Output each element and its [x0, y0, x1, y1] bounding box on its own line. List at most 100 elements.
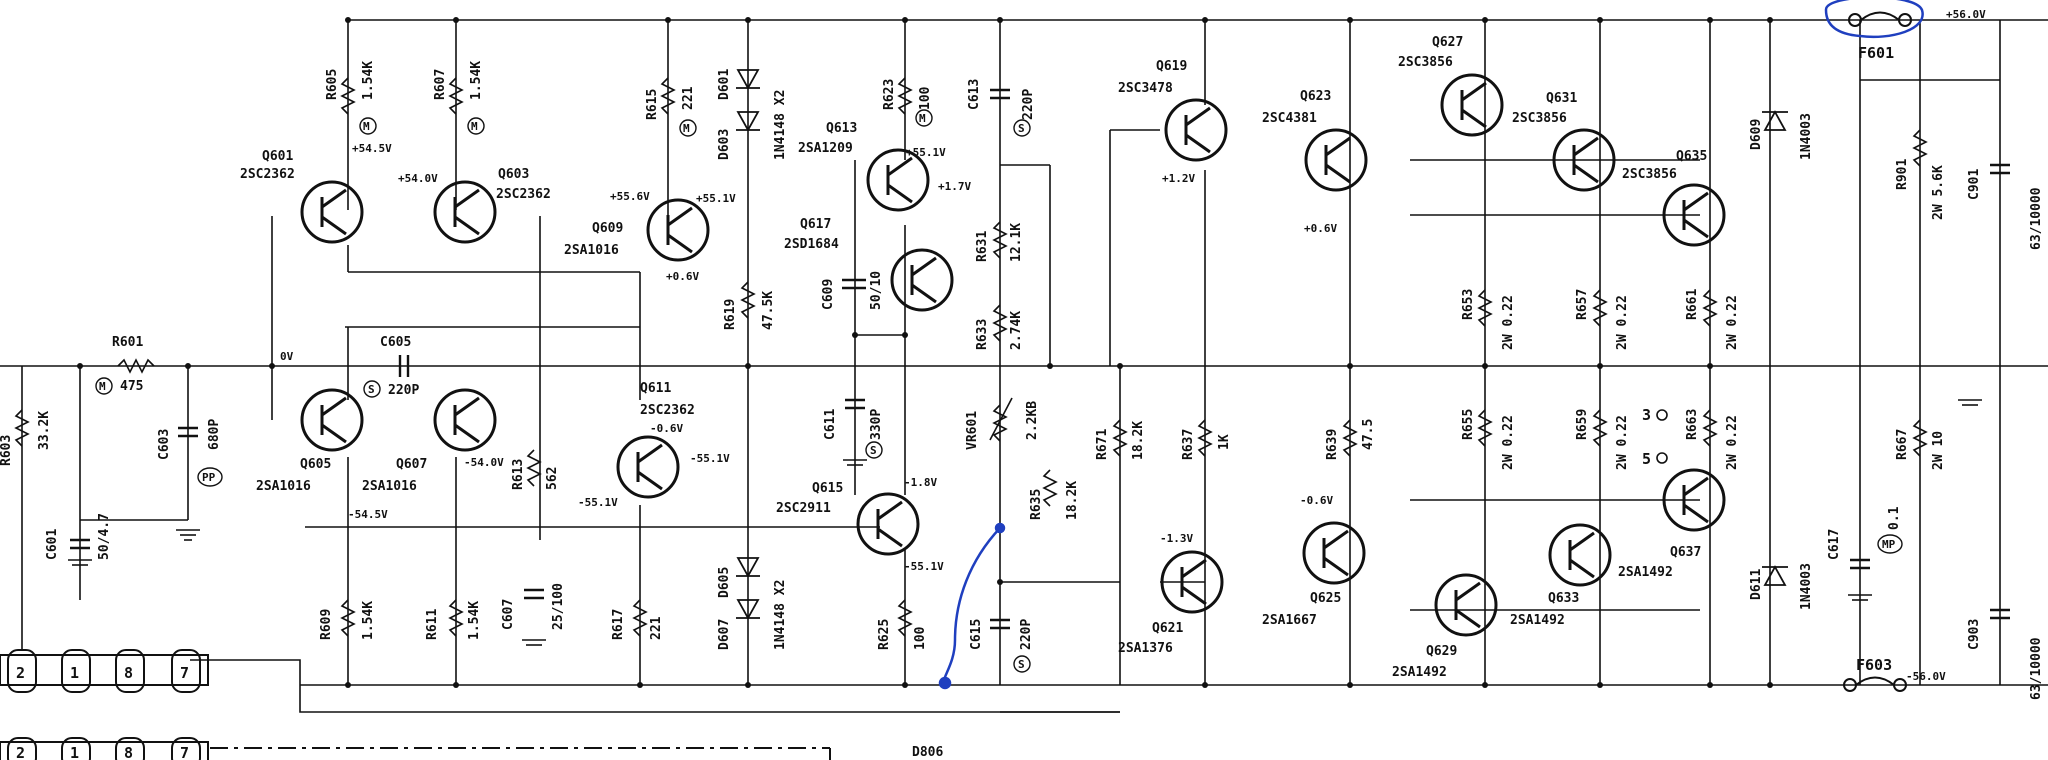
ground-c601: [68, 559, 92, 566]
c601-ref: C601: [45, 529, 60, 560]
diode-d607-symbol: [736, 599, 760, 620]
r667-ref: R667: [1895, 429, 1910, 460]
diode-symbols: [736, 69, 1788, 620]
q637-ref: Q637: [1670, 545, 1701, 560]
transistor-q603: [433, 180, 497, 244]
capacitor-symbols: [70, 88, 2010, 630]
q625-part: 2SA1667: [1262, 613, 1317, 628]
ground-symbols: [68, 399, 1982, 646]
q601-ref: Q601: [262, 149, 293, 164]
resistor-r671-symbol: [1112, 419, 1128, 457]
marker-s-c611: S: [865, 441, 883, 459]
c901-ref: C901: [1967, 169, 1982, 200]
transistor-q611: [616, 435, 680, 499]
ground-c611: [843, 459, 867, 466]
r617-ref: R617: [611, 609, 626, 640]
wires: [0, 19, 2048, 713]
transistor-q613: [866, 148, 930, 212]
q603-part: 2SC2362: [496, 187, 551, 202]
marker-m-r615: M: [679, 119, 697, 137]
c901-val: 63/10000: [2029, 187, 2044, 250]
q603-ref: Q603: [498, 167, 529, 182]
q609-ref: Q609: [592, 221, 623, 236]
v-q605: -54.5V: [348, 508, 388, 521]
resistor-r617-symbol: [632, 599, 648, 637]
resistor-r667-symbol: [1912, 419, 1928, 457]
d611-ref: D611: [1749, 569, 1764, 600]
v-q625: -0.6V: [1300, 494, 1333, 507]
v-q609e: +55.6V: [610, 190, 650, 203]
q617-ref: Q617: [800, 217, 831, 232]
marker-m-r623: M: [915, 109, 933, 127]
q601-part: 2SC2362: [240, 167, 295, 182]
svg-text:PP: PP: [202, 471, 216, 484]
resistor-r901-symbol: [1912, 129, 1928, 167]
svg-text:M: M: [471, 120, 478, 133]
vr601-symbol: [992, 404, 1008, 442]
transistor-q625: [1302, 521, 1366, 585]
v-q615e: -55.1V: [904, 560, 944, 573]
svg-text:M: M: [363, 120, 370, 133]
r901-val: 2W 5.6K: [1931, 165, 1946, 220]
capacitor-c901-symbol: [1990, 163, 2010, 175]
transistor-q631: [1552, 128, 1616, 192]
pin-label-5: 2: [16, 744, 25, 760]
capacitor-c903-symbol: [1990, 608, 2010, 620]
r631-val: 12.1K: [1009, 223, 1024, 262]
marker-s-c615: S: [1013, 655, 1031, 673]
vr601-ref: VR601: [965, 411, 980, 450]
r633-val: 2.74K: [1009, 311, 1024, 350]
terminal-3: [1656, 409, 1668, 421]
transistor-q619: [1164, 98, 1228, 162]
q635-part: 2SC3856: [1622, 167, 1677, 182]
resistor-r663-symbol: [1702, 409, 1718, 447]
diode-d605-symbol: [736, 557, 760, 578]
connector-pin-1: [7, 649, 37, 693]
capacitor-c613-symbol: [990, 88, 1010, 100]
q621-part: 2SA1376: [1118, 641, 1173, 656]
r653-ref: R653: [1461, 289, 1476, 320]
q623-ref: Q623: [1300, 89, 1331, 104]
markers: M M M M M S S PP MP S S: [95, 109, 1903, 673]
resistor-r601-symbol: [117, 358, 155, 374]
connector-pin-5: [7, 737, 37, 760]
r625-val: 100: [913, 626, 928, 650]
svg-text:MP: MP: [1882, 538, 1896, 551]
q629-ref: Q629: [1426, 644, 1457, 659]
v-q621: -1.3V: [1160, 532, 1193, 545]
c613-ref: C613: [967, 79, 982, 110]
q617-part: 2SD1684: [784, 237, 839, 252]
c605-val: 220P: [388, 383, 419, 398]
q615-ref: Q615: [812, 481, 843, 496]
transistor-q615: [856, 492, 920, 556]
svg-text:M: M: [99, 380, 106, 393]
marker-pp-c603: PP: [197, 467, 223, 487]
d609-ref: D609: [1749, 119, 1764, 150]
q627-ref: Q627: [1432, 35, 1463, 50]
fuse-f601-label: F601: [1858, 44, 1894, 62]
marker-s-c605: S: [363, 380, 381, 398]
r671-ref: R671: [1095, 429, 1110, 460]
q613-part: 2SA1209: [798, 141, 853, 156]
d609-val: 1N4003: [1799, 113, 1814, 160]
diode-d603-symbol: [736, 111, 760, 132]
r613-ref: R613: [511, 459, 526, 490]
r637-val: 1K: [1217, 434, 1232, 450]
resistor-r623-symbol: [897, 77, 913, 115]
terminal-symbols: [1656, 409, 1668, 464]
resistor-r661-symbol: [1702, 289, 1718, 327]
r657-val: 2W 0.22: [1615, 295, 1630, 350]
r655-ref: R655: [1461, 409, 1476, 440]
capacitor-c605-symbol: [398, 355, 410, 377]
c609-ref: C609: [821, 279, 836, 310]
transistor-q607: [433, 388, 497, 452]
connector-pin-6: [61, 737, 91, 760]
marker-m-r607: M: [467, 117, 485, 135]
resistor-r603-symbol: [14, 409, 30, 447]
resistor-r605-symbol: [340, 77, 356, 115]
resistor-r607-symbol: [448, 77, 464, 115]
r661-ref: R661: [1685, 289, 1700, 320]
v-q609b: +55.1V: [696, 192, 736, 205]
c615-val: 220P: [1019, 619, 1034, 650]
resistor-r631-symbol: [992, 221, 1008, 259]
